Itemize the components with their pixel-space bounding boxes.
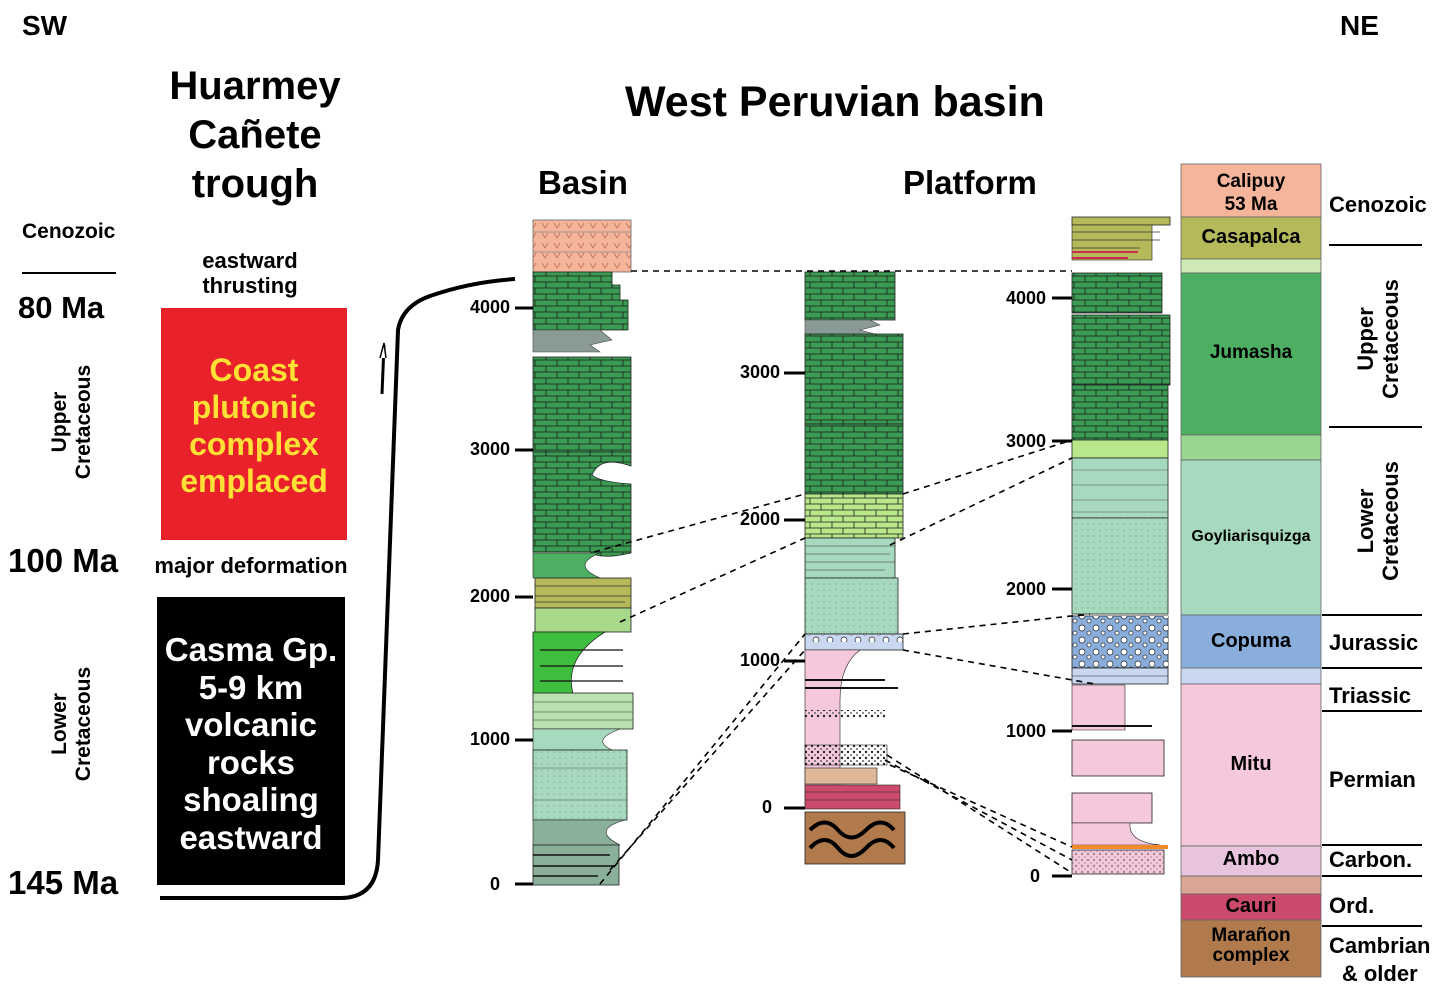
casma-group-box: Casma Gp. 5-9 km volcanic rocks shoaling… xyxy=(157,597,345,885)
age-80-label: 80 Ma xyxy=(18,290,105,325)
upper-cretaceous-left-label: Upper Cretaceous xyxy=(48,342,96,502)
trough-connector-line xyxy=(160,277,516,900)
period-carbon: Carbon. xyxy=(1329,847,1413,872)
lower-cretaceous-left-label: Lower Cretaceous xyxy=(48,644,96,804)
platform-column-title: Platform xyxy=(903,164,1037,201)
thrusting-line: eastward xyxy=(202,248,298,273)
period-triassic: Triassic xyxy=(1329,683,1411,708)
legend-column xyxy=(1180,163,1322,978)
period-lower-cretaceous: Lower Cretaceous xyxy=(1353,441,1403,601)
unit-cauri: Cauri xyxy=(1225,895,1277,917)
unit-casapalca: Casapalca xyxy=(1201,226,1301,248)
period-line: Cretaceous xyxy=(1378,279,1403,399)
period-line: Cambrian xyxy=(1329,933,1431,958)
platform-axis xyxy=(784,371,805,810)
unit-jumasha: Jumasha xyxy=(1209,342,1293,363)
platform-tick-label: 3000 xyxy=(739,362,780,382)
thrusting-label: eastward thrusting xyxy=(150,248,350,298)
thrusting-line: thrusting xyxy=(202,273,298,298)
platform-tick-label: 1000 xyxy=(739,650,780,670)
basin-column-title: Basin xyxy=(538,164,628,201)
era-line: Upper xyxy=(48,391,71,453)
period-permian: Permian xyxy=(1329,767,1416,792)
ne-axis xyxy=(1052,296,1072,878)
unit-copuma: Copuma xyxy=(1211,630,1291,652)
casma-line: Casma Gp. xyxy=(164,631,338,668)
unit-sub: 53 Ma xyxy=(1224,194,1278,215)
casma-line: volcanic xyxy=(184,706,318,743)
platform-tick-label: 2000 xyxy=(739,509,780,529)
casma-line: shoaling xyxy=(183,781,319,818)
sw-label: SW xyxy=(22,10,68,41)
age-145-label: 145 Ma xyxy=(8,864,119,901)
unit-ambo: Ambo xyxy=(1222,848,1280,870)
casma-line: eastward xyxy=(179,818,323,856)
unit-maranon: Marañon complex xyxy=(1180,926,1322,966)
unit-name: Marañon xyxy=(1211,925,1291,946)
ne-label: NE xyxy=(1340,10,1379,41)
period-line: Upper xyxy=(1353,307,1378,371)
period-cenozoic: Cenozoic xyxy=(1329,192,1427,217)
period-jurassic: Jurassic xyxy=(1329,630,1419,655)
ne-tick-label: 4000 xyxy=(1005,288,1046,308)
period-cambrian: Cambrian & older xyxy=(1329,932,1430,988)
period-lines xyxy=(1322,244,1422,927)
plutonic-line: plutonic xyxy=(191,389,317,425)
period-line: Cretaceous xyxy=(1378,461,1403,581)
unit-name: Calipuy xyxy=(1216,171,1286,192)
casma-line: rocks xyxy=(206,743,296,781)
platform-tick-label: 0 xyxy=(761,797,772,817)
ne-tick-label: 1000 xyxy=(1005,721,1046,741)
era-line: Cretaceous xyxy=(72,364,95,480)
ne-column xyxy=(1071,216,1171,875)
basin-tick-label: 1000 xyxy=(469,729,510,749)
era-line: Lower xyxy=(48,693,71,755)
age-100-label: 100 Ma xyxy=(8,542,119,579)
casma-line: 5-9 km xyxy=(198,668,304,706)
trough-title-line: trough xyxy=(191,162,319,206)
period-upper-cretaceous: Upper Cretaceous xyxy=(1353,259,1403,419)
period-ord: Ord. xyxy=(1329,893,1375,918)
cenozoic-label: Cenozoic xyxy=(22,220,116,243)
unit-mitu: Mitu xyxy=(1230,753,1272,775)
unit-sub: complex xyxy=(1212,945,1290,966)
coast-plutonic-box: Coast plutonic complex emplaced xyxy=(161,308,347,540)
basin-axis xyxy=(515,306,533,886)
unit-goyliarisquizga: Goyliarisquizga xyxy=(1191,528,1311,545)
basin-tick-label: 3000 xyxy=(469,439,510,459)
plutonic-line: emplaced xyxy=(180,463,328,499)
deformation-label: major deformation xyxy=(154,553,348,578)
trough-title-line: Huarmey xyxy=(169,64,341,108)
correlation-lines xyxy=(593,270,1096,885)
ne-tick-label: 3000 xyxy=(1005,431,1046,451)
trough-title-line: Cañete xyxy=(188,113,322,157)
basin-tick-label: 2000 xyxy=(469,586,510,606)
era-line: Cretaceous xyxy=(72,666,95,782)
plutonic-line: complex xyxy=(189,426,319,462)
basin-tick-label: 4000 xyxy=(469,297,510,317)
basin-column xyxy=(532,219,634,886)
fault-arrow xyxy=(379,342,387,359)
trough-title: Huarmey Cañete trough xyxy=(130,62,380,209)
basin-title: West Peruvian basin xyxy=(625,78,1045,126)
period-line: Lower xyxy=(1353,488,1378,554)
period-line: & older xyxy=(1341,961,1418,986)
platform-column xyxy=(804,271,906,865)
ne-tick-label: 0 xyxy=(1029,866,1040,886)
plutonic-line: Coast xyxy=(209,352,299,388)
ne-tick-label: 2000 xyxy=(1005,579,1046,599)
basin-tick-label: 0 xyxy=(489,874,500,894)
unit-calipuy: Calipuy 53 Ma xyxy=(1180,170,1322,216)
